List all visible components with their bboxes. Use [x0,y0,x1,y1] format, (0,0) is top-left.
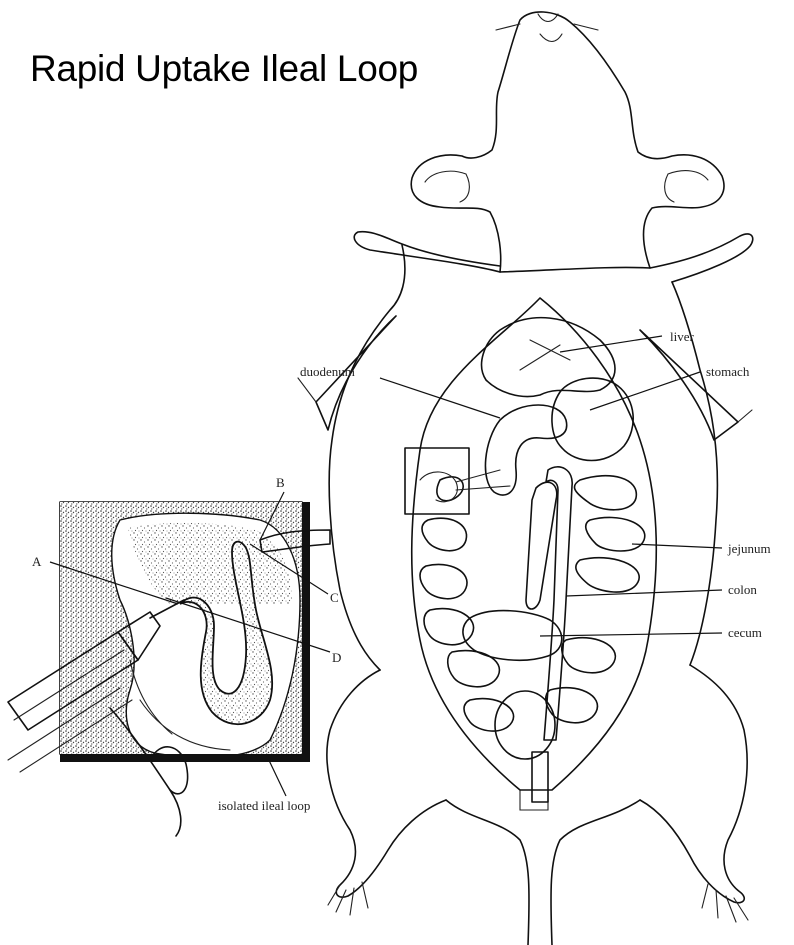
label-colon: colon [728,582,757,597]
label-duodenum: duodenum [300,364,355,379]
rat-outline [298,12,753,945]
letter-b: B [276,475,285,490]
colon [526,467,572,740]
label-liver: liver [670,329,694,344]
label-stomach: stomach [706,364,750,379]
liver [482,318,615,397]
label-cecum: cecum [728,625,762,640]
body-cavity [412,298,656,790]
letter-c: C [330,590,339,605]
label-isolated-ileal-loop: isolated ileal loop [218,798,310,813]
ileal-region-detail [420,470,510,502]
letter-a: A [32,554,42,569]
inset-panel [60,502,310,762]
letter-d: D [332,650,341,665]
label-jejunum: jejunum [727,541,771,556]
